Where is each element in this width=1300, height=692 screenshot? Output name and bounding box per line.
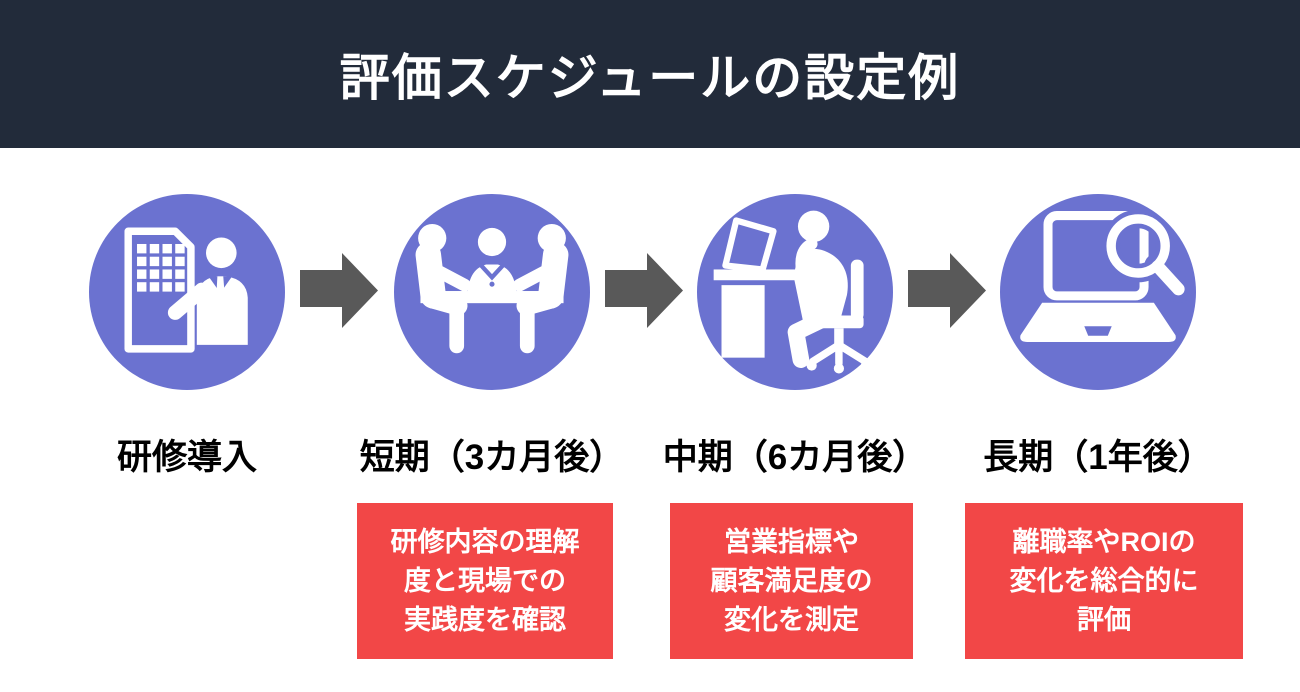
step-label-short-term: 短期（3カ月後） [359, 438, 625, 477]
right-arrow-icon [605, 253, 683, 328]
step-label-training-intro: 研修導入 [116, 438, 257, 477]
note-box-short-term: 研修内容の理解 度と現場での 実践度を確認 [357, 503, 613, 659]
step-label-long-term: 長期（1年後） [983, 438, 1213, 477]
note-line: 評価 [1077, 604, 1131, 635]
step-mid-term-circle [697, 194, 893, 390]
note-line: 変化を総合的に [1009, 565, 1199, 596]
right-arrow-icon [300, 253, 378, 328]
note-box-mid-term: 営業指標や 顧客満足度の 変化を測定 [670, 503, 913, 659]
note-line: 顧客満足度の [710, 565, 873, 596]
step-training-intro-circle [89, 194, 285, 390]
note-line: 営業指標や [724, 526, 859, 557]
laptop-search-icon [1020, 209, 1193, 342]
meeting-table-icon [415, 223, 569, 354]
desk-work-icon [713, 210, 872, 374]
flow-diagram: 研修導入 短期（3カ月後） 中期（6カ月後） 長期（1年後） 研修内容の理解 度… [0, 148, 1300, 692]
note-line: 実践度を確認 [404, 604, 566, 635]
header-band: 評価スケジュールの設定例 [0, 0, 1300, 148]
note-line: 変化を測定 [724, 604, 859, 635]
note-line: 度と現場での [404, 565, 566, 596]
step-long-term-circle [1000, 194, 1196, 390]
step-short-term-circle [394, 194, 590, 390]
right-arrow-icon [908, 253, 986, 328]
note-line: 研修内容の理解 [390, 526, 580, 557]
note-line: 離職率やROIの [1012, 526, 1196, 557]
note-box-long-term: 離職率やROIの 変化を総合的に 評価 [965, 503, 1243, 659]
step-label-mid-term: 中期（6カ月後） [662, 438, 928, 477]
page-title: 評価スケジュールの設定例 [339, 50, 961, 106]
building-presenter-icon [124, 227, 248, 353]
